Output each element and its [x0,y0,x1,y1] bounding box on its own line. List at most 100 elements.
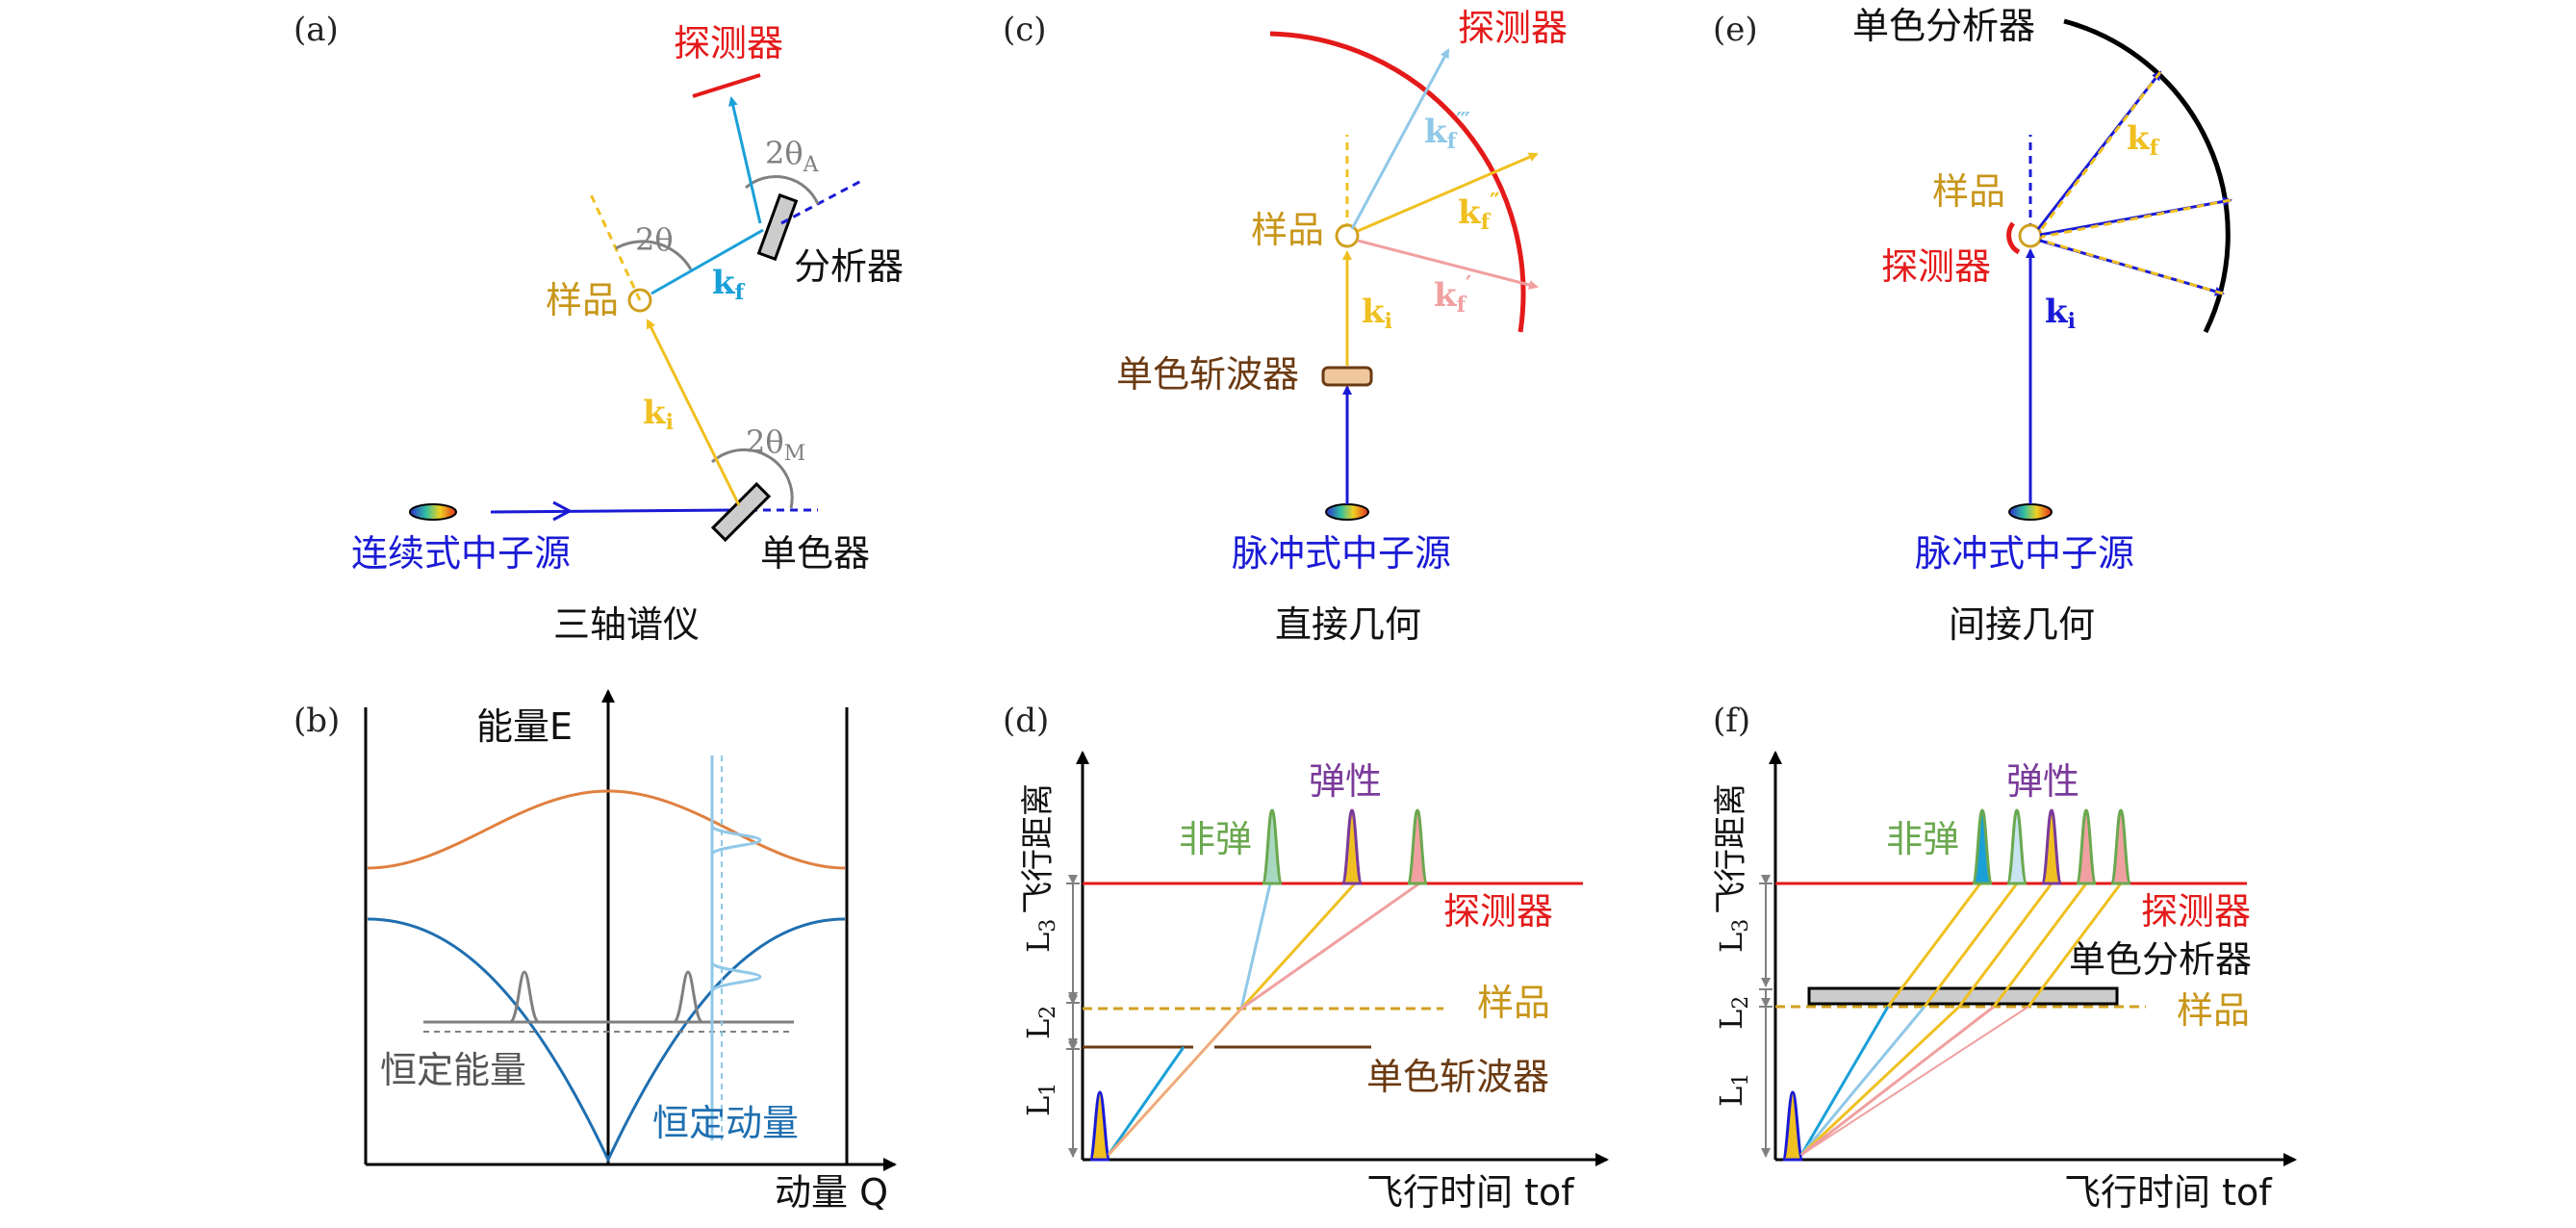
L3-label-f: L3 [1713,919,1753,953]
ki-label-e: ki [2045,293,2076,334]
ki-beam-a [646,319,741,506]
source-c [1325,503,1369,521]
two-theta-a-label: 2θA [765,135,820,177]
sample-label-c: 样品 [1251,209,1324,251]
ray-d-yellow [1239,882,1357,1011]
inelastic-label-d: 非弹 [1179,818,1252,860]
caption-a: 三轴谱仪 [553,603,700,646]
angle-2theta-m [711,448,794,509]
const-energy-peak-left [509,970,540,1024]
panel-f-label: (f) [1713,702,1750,740]
beam-arrowhead-a [552,500,574,522]
two-theta-label: 2θ [635,221,674,258]
kf-return-e-3 [2041,239,2224,295]
source-label-c: 脉冲式中子源 [1232,532,1451,575]
kf-return-e-1 [2038,71,2162,232]
const-momentum-peak-lower [710,960,762,993]
ki-label-c: ki [1362,293,1392,334]
analyzer-label-a: 分析器 [794,245,904,288]
analyzer-a [756,192,799,262]
analyzer-label-f: 单色分析器 [2069,938,2252,981]
ray-d-blue [1107,1046,1186,1156]
ray-d-pink [1240,882,1420,1011]
angle-2theta [615,240,693,270]
ray-f-in-1 [1799,1006,1890,1156]
panel-d-label: (d) [1003,702,1049,740]
upper-dispersion-curve [367,789,846,870]
incident-beam-a [490,508,737,514]
panel-e: (e) 单色分析器 脉冲式中子源 ki 样品 探测器 kf 间接几何 [1713,5,2232,646]
peak-f-4 [2075,808,2098,885]
two-theta-m-label: 2θM [746,423,805,466]
kf2-beam [1357,152,1539,233]
ray-d-pink-in [1108,1008,1242,1156]
panel-e-label: (e) [1713,11,1758,49]
panel-f: (f) 飞行距离 飞行时间 tof L3 L2 L1 探测器 单色分析器 样品 [1712,702,2297,1214]
peak-f-1 [1971,808,1994,885]
sample-extension-a [588,192,642,301]
analyzer-extension-a [780,179,862,225]
detector-label-f: 探测器 [2141,890,2251,933]
elastic-label-f: 弹性 [2006,760,2079,803]
source-label-a: 连续式中子源 [351,532,571,575]
chopper-label-c: 单色斩波器 [1116,353,1299,396]
x-axis-label-f: 飞行时间 tof [2064,1171,2273,1214]
kf1-label: kf′ [1434,270,1471,318]
chopper-label-d: 单色斩波器 [1366,1056,1549,1098]
angle-2theta-a [745,175,820,205]
const-momentum-label: 恒定动量 [652,1102,799,1144]
source-pulse-f [1781,1090,1804,1162]
x-axis-label-b: 动量 Q [775,1171,888,1214]
peak-f-5 [2109,808,2132,885]
caption-c: 直接几何 [1275,603,1421,646]
L1-label-d: L1 [1020,1083,1060,1116]
kf3-beam [1350,48,1450,230]
source-label-e: 脉冲式中子源 [1915,532,2134,575]
peak-d-elastic [1340,808,1364,885]
ray-f-out-4 [1992,883,2088,1008]
detector-label-e: 探测器 [1881,245,1991,288]
ray-f-in-4 [1800,1005,1995,1157]
kf-label-e: kf [2127,119,2160,161]
scattered-beam-a [727,96,762,224]
const-energy-label: 恒定能量 [380,1049,526,1091]
analyzer-arc-e [2063,18,2231,334]
ki-label-a: ki [643,394,674,435]
ray-f-out-1 [1886,883,1982,1008]
panel-a: (a) 探测器 连续式中子源 单色器 2θM ki 样品 2θ kf 分析器 [293,11,904,646]
kf3-label: kf‴ [1424,107,1470,154]
ray-f-out-5 [2027,883,2123,1008]
kf1-beam [1357,239,1539,290]
detector-a [692,73,761,98]
peak-d-inelastic [1261,808,1284,885]
ray-f-in-5 [1800,1006,2029,1156]
ray-f-out-3 [1957,883,2053,1008]
panel-c: (c) 探测器 脉冲式中子源 单色斩波器 ki 样品 kf‴ kf″ kf′ 直… [1003,7,1568,646]
panel-c-label: (c) [1003,11,1047,49]
const-energy-peak-right [673,970,703,1024]
panel-b-label: (b) [293,702,340,740]
L3-label-d: L3 [1020,919,1060,953]
chopper-c [1321,366,1373,387]
sample-label-a: 样品 [546,279,619,321]
analyzer-label-e: 单色分析器 [1852,5,2035,47]
sample-c [1335,223,1360,248]
peak-d-inelastic-2 [1406,808,1429,885]
panel-b: (b) 能量E 动量 Q 恒定能量 恒定动量 [293,689,897,1214]
x-axis-label-d: 飞行时间 tof [1366,1171,1575,1214]
kf-beam-a [650,228,764,295]
ray-f-out-2 [1923,883,2019,1008]
panel-d: (d) 飞行距离 飞行时间 tof L3 L2 L1 探测器 样品 单色斩波器 [1003,702,1609,1214]
y-axis-label-f: 飞行距离 [1712,783,1750,914]
sample-label-d: 样品 [1477,982,1550,1024]
source-pulse-d [1088,1090,1111,1162]
peak-f-3 [2040,808,2063,885]
detector-arc-e [2006,221,2021,255]
y-axis-label-d: 飞行距离 [1019,783,1058,914]
monochromator-a [710,481,772,543]
elastic-label-d: 弹性 [1309,760,1382,803]
panel-a-label: (a) [293,11,339,49]
caption-e: 间接几何 [1949,603,2095,646]
const-momentum-peak-upper [710,824,762,857]
